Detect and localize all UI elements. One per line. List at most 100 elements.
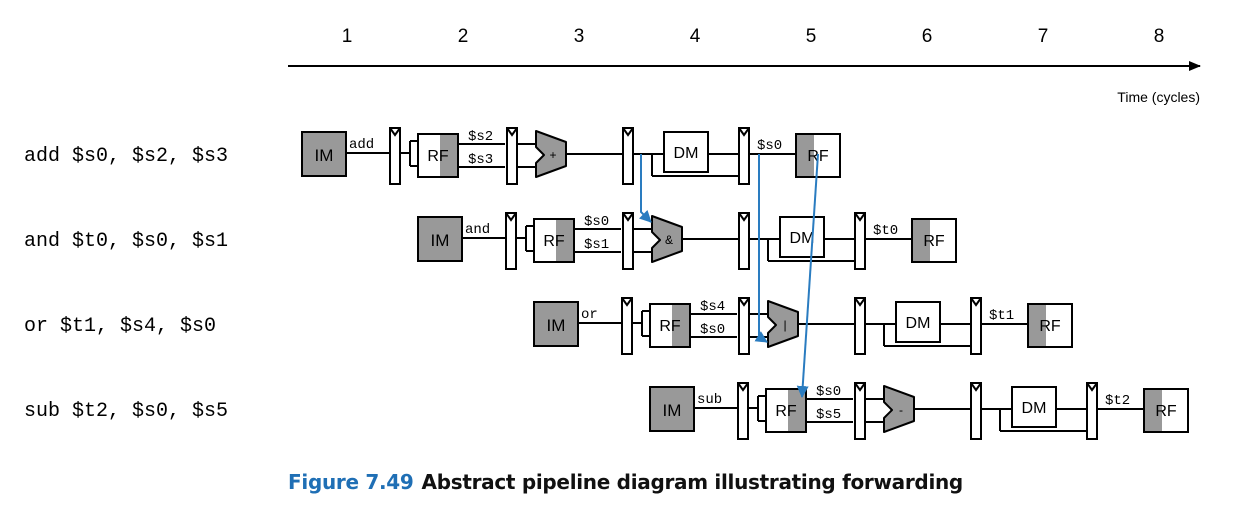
clock-marker xyxy=(622,212,634,222)
register-file-writeback-block xyxy=(911,218,957,263)
source-register-1: $s4 xyxy=(700,299,725,315)
cycle-label: 6 xyxy=(922,26,933,47)
im-label: IM xyxy=(547,316,566,335)
register-file-write-half xyxy=(912,219,930,262)
clock-marker xyxy=(970,297,982,307)
register-file-writeback-block xyxy=(1143,388,1189,433)
rf-label: RF xyxy=(659,318,681,335)
instruction-text: add $s0, $s2, $s3 xyxy=(24,145,228,168)
rf-label: RF xyxy=(775,403,797,420)
clock-marker xyxy=(389,127,401,137)
source-register-2: $s5 xyxy=(816,407,841,423)
clock-marker xyxy=(854,297,866,307)
pipeline-register xyxy=(738,212,750,270)
clock-marker xyxy=(737,382,749,392)
clock-marker xyxy=(1086,382,1098,392)
op-label: sub xyxy=(697,392,722,408)
source-register-1: $s0 xyxy=(584,214,609,230)
forwarding-arrow xyxy=(796,153,819,398)
register-file-write-half xyxy=(1028,304,1046,347)
cycle-label: 3 xyxy=(574,26,585,47)
rf-writeback-label: RF xyxy=(923,233,945,250)
dest-register: $t2 xyxy=(1105,393,1130,409)
register-file-writeback-block xyxy=(1027,303,1073,348)
cycle-label: 1 xyxy=(342,26,353,47)
alu-operation: + xyxy=(549,148,556,162)
im-label: IM xyxy=(663,401,682,420)
dm-label: DM xyxy=(674,145,699,162)
register-file-write-half xyxy=(1144,389,1162,432)
cycle-label: 8 xyxy=(1154,26,1165,47)
alu-operation: | xyxy=(783,318,786,332)
dest-register: $t0 xyxy=(873,223,898,239)
instruction-memory-block xyxy=(417,216,463,262)
source-register-2: $s0 xyxy=(700,322,725,338)
cycle-label: 5 xyxy=(806,26,817,47)
op-label: add xyxy=(349,137,374,153)
pipeline-register xyxy=(970,382,982,440)
op-label: and xyxy=(465,222,490,238)
dest-register: $t1 xyxy=(989,308,1014,324)
data-memory-block xyxy=(1011,386,1057,428)
pipeline-register xyxy=(854,212,866,270)
pipeline-register xyxy=(970,297,982,355)
alu-operation: - xyxy=(899,403,903,417)
register-file-writeback-block xyxy=(795,133,841,178)
register-file-read-half xyxy=(672,304,690,347)
clock-marker xyxy=(970,382,982,392)
forwarding-arrow xyxy=(638,154,652,223)
dest-register: $s0 xyxy=(757,138,782,154)
register-file-block xyxy=(533,218,575,263)
forwarding-arrow xyxy=(754,154,768,343)
alu-block xyxy=(767,300,799,348)
dm-label: DM xyxy=(906,315,931,332)
cycle-label: 7 xyxy=(1038,26,1049,47)
register-file-read-half xyxy=(440,134,458,177)
alu-block xyxy=(651,215,683,263)
rf-label: RF xyxy=(427,148,449,165)
data-memory-block xyxy=(779,216,825,258)
source-register-1: $s0 xyxy=(816,384,841,400)
clock-marker xyxy=(854,212,866,222)
clock-marker xyxy=(738,297,750,307)
alu-block xyxy=(535,130,567,178)
source-register-1: $s2 xyxy=(468,129,493,145)
register-file-read-half xyxy=(556,219,574,262)
register-file-block xyxy=(649,303,691,348)
instruction-text: and $t0, $s0, $s1 xyxy=(24,230,228,253)
alu-block xyxy=(883,385,915,433)
time-axis-label: Time (cycles) xyxy=(1117,89,1200,105)
op-label: or xyxy=(581,307,598,323)
clock-marker xyxy=(506,127,518,137)
instruction-text: or $t1, $s4, $s0 xyxy=(24,315,216,338)
pipeline-register xyxy=(622,127,634,185)
pipeline-register xyxy=(738,297,750,355)
figure-caption: Figure 7.49 Abstract pipeline diagram ill… xyxy=(0,470,1251,494)
clock-marker xyxy=(621,297,633,307)
caption-text: Abstract pipeline diagram illustrating f… xyxy=(421,470,964,494)
im-label: IM xyxy=(315,146,334,165)
clock-marker xyxy=(505,212,517,222)
data-memory-block xyxy=(895,301,941,343)
caption-figure-number: Figure 7.49 xyxy=(288,470,414,494)
alu-operation: & xyxy=(665,233,673,247)
im-label: IM xyxy=(431,231,450,250)
clock-marker xyxy=(738,127,750,137)
rf-writeback-label: RF xyxy=(1155,403,1177,420)
clock-marker xyxy=(738,212,750,222)
source-register-2: $s3 xyxy=(468,152,493,168)
data-memory-block xyxy=(663,131,709,173)
pipeline-register xyxy=(389,127,401,185)
dm-label: DM xyxy=(1022,400,1047,417)
pipeline-register xyxy=(622,212,634,270)
pipeline-register xyxy=(854,297,866,355)
source-register-2: $s1 xyxy=(584,237,609,253)
clock-marker xyxy=(854,382,866,392)
pipeline-register xyxy=(621,297,633,355)
register-file-read-half xyxy=(788,389,806,432)
